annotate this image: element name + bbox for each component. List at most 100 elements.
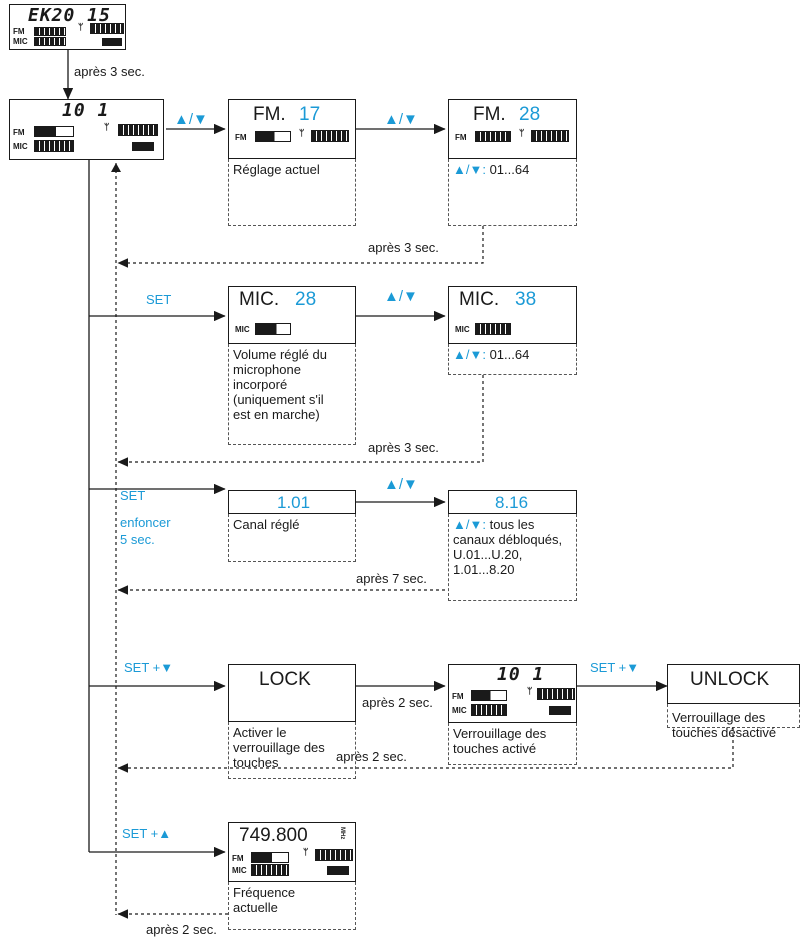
mic1-name: MIC. [239,289,280,310]
rf-level-bar-icon [531,130,569,142]
lock-display: LOCK [228,664,356,722]
fm1-name: FM. [253,104,286,125]
locked-display-text: 10 1 [497,664,545,685]
unlock-description: Verrouillage des touches désactivé [667,704,800,740]
mic1-desc-line-5: est en marche) [233,407,320,422]
mic-level-bar-icon [471,704,507,716]
arrow-up-down-label-1: ▲/▼ [174,111,208,128]
boot-display-text: EK20 15 [28,5,111,26]
after-3-sec-label-b: après 3 sec. [368,440,439,455]
main-display: 10 1 FM MIC ᛘ [9,99,164,160]
mic-label: MIC [232,866,247,875]
after-2-sec-label-b: après 2 sec. [336,749,407,764]
key-icon [289,705,313,717]
antenna-icon: ᛘ [303,847,309,857]
mic1-desc-line-2: microphone [233,362,301,377]
rf-level-bar-icon [90,23,124,34]
unlock-desc-line-1: Verrouillage des [672,710,766,725]
fm1-description-text: Réglage actuel [233,162,320,177]
arrow-up-down-label-2: ▲/▼ [384,111,418,128]
antenna-icon: ᛘ [299,128,305,138]
set-up-label: SET +▲ [122,826,172,841]
battery-icon [327,866,349,875]
fm-level-bar-icon [475,131,511,142]
after-3-sec-label-a: après 3 sec. [368,240,439,255]
lock-title: LOCK [259,669,311,690]
lock-desc-line-2: verrouillage des [233,740,325,755]
mic-label: MIC [235,325,250,334]
fm2-arrows: ▲/▼: [453,162,486,177]
unlock-title: UNLOCK [690,669,770,690]
fm-level-bar-icon [34,126,74,137]
after-3-sec-label-top: après 3 sec. [74,64,145,79]
ch2-desc-line-2: canaux débloqués, [453,532,563,547]
fm-label: FM [452,692,464,701]
fm-level-bar-icon [251,852,289,863]
mic-level-bar-icon [251,864,289,876]
freq-desc-line-1: Fréquence [233,885,296,900]
battery-icon [549,706,571,715]
mic-level-bar-icon [34,37,66,46]
freq-value: 749.800 [239,825,308,846]
fm-level-bar-icon [471,690,507,701]
unlock-desc-line-2: touches désactivé [672,725,777,740]
mic1-description: Volume réglé du microphone incorporé (un… [228,344,356,445]
mic1-desc-line-1: Volume réglé du [233,347,327,362]
fm2-name: FM. [473,104,506,125]
lock-desc-line-3: touches [233,755,279,770]
antenna-icon: ᛘ [519,128,525,138]
lock-description: Activer le verrouillage des touches [228,722,356,779]
mic-label: MIC [455,325,470,334]
rf-level-bar-icon [315,849,353,861]
mic1-desc-line-3: incorporé [233,377,288,392]
mic-level-bar-icon [475,323,511,335]
unlock-display: UNLOCK [667,664,800,704]
press-5-sec-line-1: enfoncer [120,515,171,530]
antenna-icon: ᛘ [78,22,84,32]
freq-display: 749.800 MHz FM MIC ᛘ [228,822,356,882]
set-label-1: SET [146,292,172,307]
freq-desc-line-2: actuelle [233,900,278,915]
ch2-arrows: ▲/▼: [453,517,486,532]
ch1-display: 1.01 [228,490,356,514]
ch2-value: 8.16 [495,493,529,512]
mic-label: MIC [13,142,28,151]
ch1-desc-text: Canal réglé [233,517,300,532]
fm-level-bar-icon [255,131,291,142]
fm-label: FM [13,128,25,137]
rf-level-bar-icon [311,130,349,142]
mic2-display: MIC. 38 MIC [448,286,577,344]
fm2-range: 01...64 [485,162,530,177]
locked-display: 10 1 FM MIC ᛘ [448,664,577,723]
battery-icon [102,38,122,46]
ch2-display: 8.16 [448,490,577,514]
mic-label: MIC [13,37,28,46]
mic2-arrows: ▲/▼: [453,347,486,362]
fm2-display: FM. 28 FM ᛘ [448,99,577,159]
ch2-description: ▲/▼: tous les canaux débloqués, U.01...U… [448,514,577,601]
mic1-value: 28 [295,289,317,310]
set-down-label-2: SET +▼ [590,660,640,675]
antenna-icon: ᛘ [104,122,110,132]
antenna-icon: ᛘ [527,686,533,696]
battery-icon [132,142,154,151]
fm2-description: ▲/▼: 01...64 [448,159,577,226]
ch1-value: 1.01 [277,493,311,512]
fm-label: FM [235,133,247,142]
fm-label: FM [455,133,467,142]
lock-desc-line-1: Activer le [233,725,287,740]
set-label-2: SET [120,488,146,503]
after-7-sec-label: après 7 sec. [356,571,427,586]
mic-label: MIC [452,706,467,715]
ch2-desc-line-1: tous les [485,517,535,532]
mic2-value: 38 [515,289,537,310]
mic1-desc-line-4: (uniquement s'il [233,392,324,407]
locked-description: Verrouillage des touches activé [448,723,577,765]
freq-description: Fréquence actuelle [228,882,356,930]
rf-level-bar-icon [118,124,158,136]
after-2-sec-label-a: après 2 sec. [362,695,433,710]
main-display-text: 10 1 [62,100,110,121]
locked-desc-line-2: touches activé [453,741,537,756]
locked-desc-line-1: Verrouillage des [453,726,547,741]
